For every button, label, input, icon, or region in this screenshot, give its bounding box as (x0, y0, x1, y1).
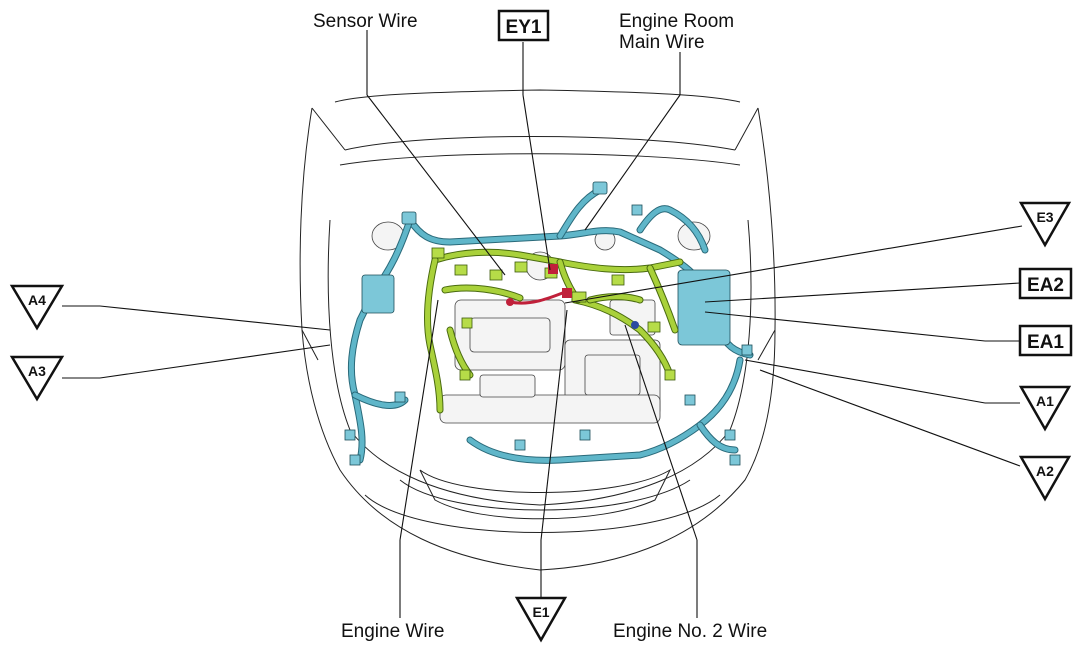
ea1-label: EA1 (1027, 332, 1064, 353)
leader-lines (62, 30, 1023, 618)
ground-point-ey1: EY1 (497, 9, 550, 42)
engine-no2-wire-label: Engine No. 2 Wire (613, 621, 767, 642)
connector-marker-a3: A3 (9, 355, 65, 402)
ey1-label: EY1 (506, 17, 542, 38)
engine-components (371, 221, 711, 424)
a1-label: A1 (1036, 393, 1054, 409)
connector-marker-a4: A4 (9, 284, 65, 331)
e3-label: E3 (1036, 209, 1053, 225)
ground-point-ea2: EA2 (1018, 267, 1073, 300)
engine-room-main-wire-label-line2: Main Wire (619, 32, 705, 53)
engine-room-main-harness (344, 181, 754, 466)
ground-markers (506, 264, 639, 329)
connector-marker-a1: A1 (1018, 385, 1072, 432)
sensor-wire-label: Sensor Wire (313, 11, 418, 32)
connector-marker-e3: E3 (1018, 201, 1072, 248)
a4-label: A4 (28, 292, 46, 308)
connector-marker-e1: E1 (514, 596, 568, 643)
ea2-label: EA2 (1027, 275, 1064, 296)
connector-marker-a2: A2 (1018, 455, 1072, 502)
a2-label: A2 (1036, 463, 1054, 479)
ground-point-ea1: EA1 (1018, 324, 1073, 357)
engine-room-main-wire-label-line1: Engine Room (619, 11, 734, 32)
engine-wire-label: Engine Wire (341, 621, 445, 642)
engine-harness (424, 247, 684, 414)
vehicle-body (299, 89, 776, 571)
e1-label: E1 (532, 604, 549, 620)
a3-label: A3 (28, 363, 46, 379)
